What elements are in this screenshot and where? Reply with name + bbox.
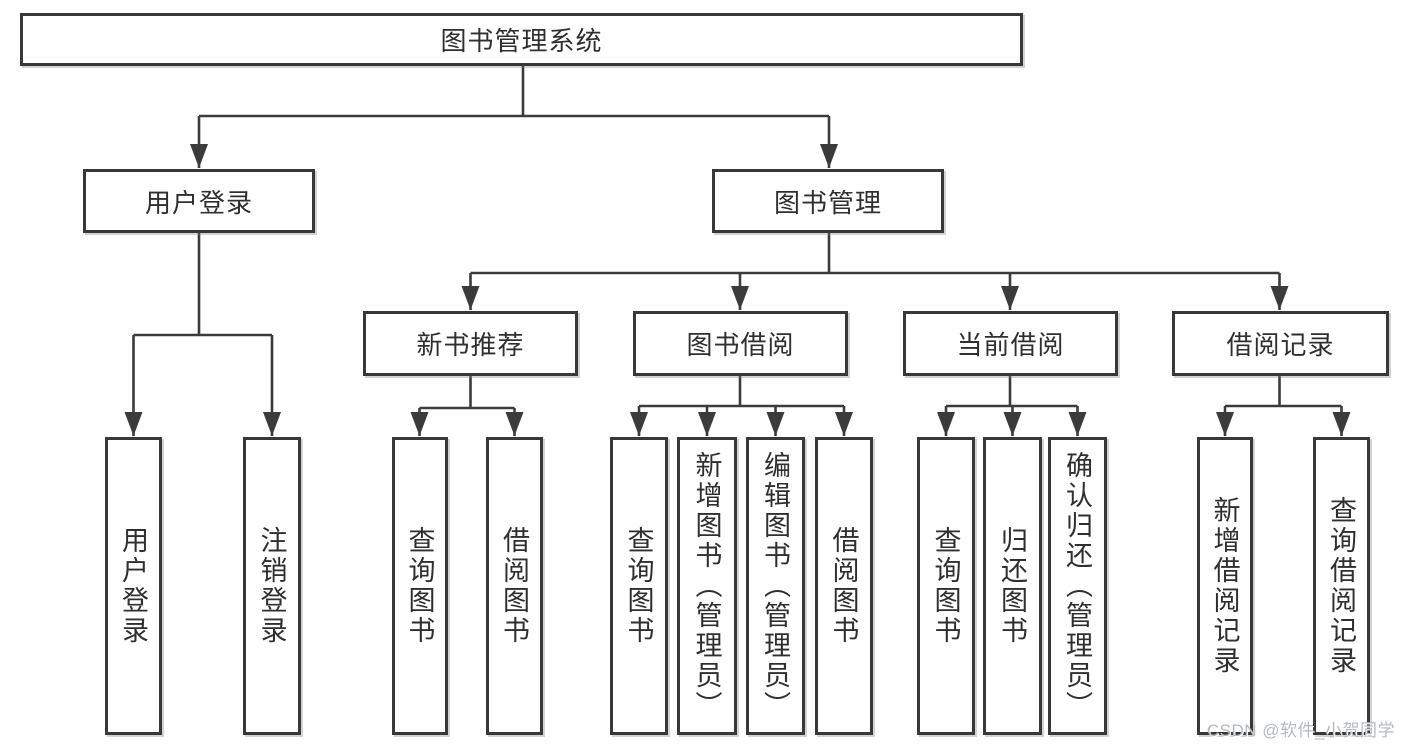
leaf-edit-book-admin: 编辑图书（管理员）: [746, 437, 805, 735]
node-new-book-recommend: 新书推荐: [363, 311, 578, 376]
node-library-management-system: 图书管理系统: [20, 13, 1023, 66]
node-user-login: 用户登录: [83, 169, 315, 233]
node-book-management: 图书管理: [712, 169, 944, 233]
node-borrow-records: 借阅记录: [1172, 311, 1389, 376]
leaf-logout: 注销登录: [243, 437, 301, 735]
leaf-borrow-books-recommend: 借阅图书: [486, 437, 543, 735]
leaf-user-login: 用户登录: [105, 437, 162, 735]
leaf-return-book: 归还图书: [983, 437, 1042, 735]
leaf-query-books-current: 查询图书: [917, 437, 975, 735]
leaf-query-books-borrow: 查询图书: [610, 437, 668, 735]
node-current-borrow: 当前借阅: [903, 311, 1118, 376]
leaf-query-borrow-record: 查询借阅记录: [1313, 437, 1370, 735]
leaf-borrow-books: 借阅图书: [815, 437, 873, 735]
csdn-watermark: CSDN @软件_小贺同学: [1206, 721, 1395, 740]
leaf-add-book-admin: 新增图书（管理员）: [677, 437, 737, 735]
leaf-confirm-return-admin: 确认归还（管理员）: [1048, 437, 1107, 735]
leaf-add-borrow-record: 新增借阅记录: [1197, 437, 1253, 735]
leaf-query-books-recommend: 查询图书: [392, 437, 448, 735]
node-book-borrow: 图书借阅: [633, 311, 848, 376]
